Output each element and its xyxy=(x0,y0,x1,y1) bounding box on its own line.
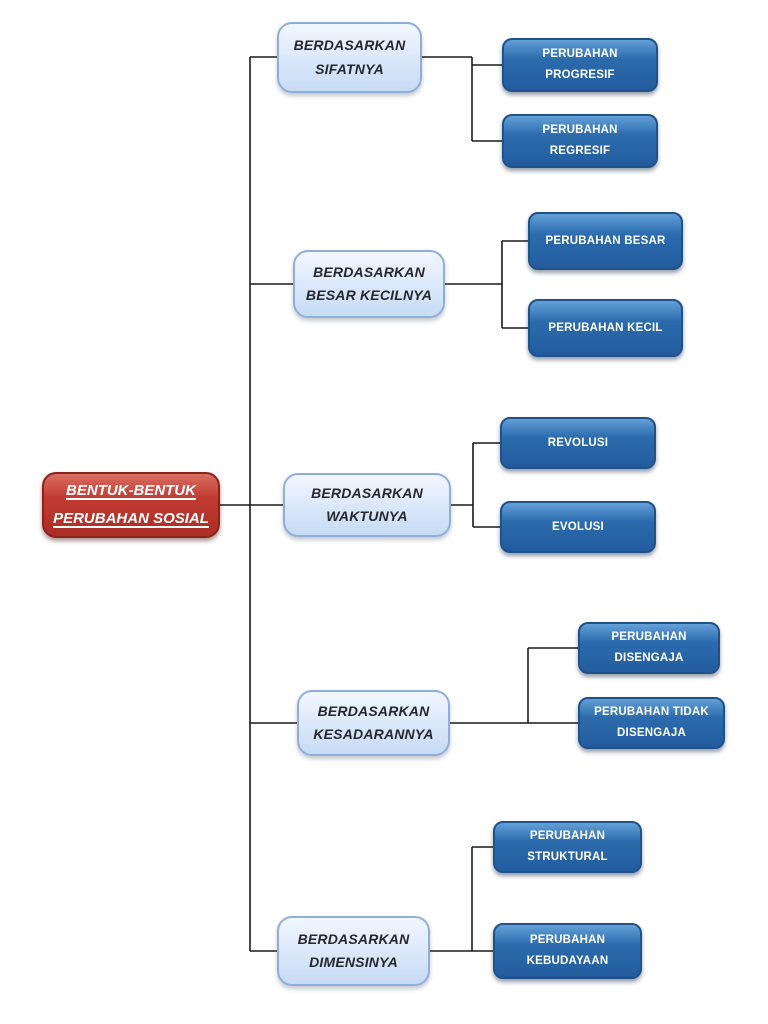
child-label: PERUBAHAN TIDAK DISENGAJA xyxy=(594,706,709,739)
group-3-connector xyxy=(451,442,500,528)
child-label: PERUBAHAN REGRESIF xyxy=(542,124,618,157)
child-label: PERUBAHAN PROGRESIF xyxy=(542,48,618,81)
child-node-perubahan-kecil: PERUBAHAN KECIL xyxy=(528,299,683,357)
group-4-connector xyxy=(450,647,578,724)
category-label: BERDASARKAN KESADARANNYA xyxy=(313,702,434,742)
group-5-connector xyxy=(430,846,493,952)
category-label: BERDASARKAN SIFATNYA xyxy=(293,37,406,77)
child-node-revolusi: REVOLUSI xyxy=(500,417,656,469)
category-label: BERDASARKAN BESAR KECILNYA xyxy=(305,263,433,303)
root-node-label: BENTUK-BENTUK PERUBAHAN SOSIAL xyxy=(53,482,209,527)
category-node-sifatnya: BERDASARKAN SIFATNYA xyxy=(277,22,422,93)
root-node: BENTUK-BENTUK PERUBAHAN SOSIAL xyxy=(42,472,220,538)
child-label: EVOLUSI xyxy=(552,520,604,533)
child-label: REVOLUSI xyxy=(547,436,609,449)
spine-to-category-connectors xyxy=(250,56,297,952)
child-label: PERUBAHAN KEBUDAYAAN xyxy=(526,934,609,967)
group-1-connector xyxy=(422,56,502,142)
child-node-perubahan-tidak-disengaja: PERUBAHAN TIDAK DISENGAJA xyxy=(578,697,725,749)
group-2-connector xyxy=(445,240,528,329)
child-node-perubahan-regresif: PERUBAHAN REGRESIF xyxy=(502,114,658,168)
category-label: BERDASARKAN DIMENSINYA xyxy=(297,930,410,970)
category-label: BERDASARKAN WAKTUNYA xyxy=(311,484,423,524)
child-label: PERUBAHAN BESAR xyxy=(545,234,666,247)
child-node-perubahan-struktural: PERUBAHAN STRUKTURAL xyxy=(493,821,642,873)
child-node-perubahan-disengaja: PERUBAHAN DISENGAJA xyxy=(578,622,720,674)
child-node-perubahan-progresif: PERUBAHAN PROGRESIF xyxy=(502,38,658,92)
category-node-waktunya: BERDASARKAN WAKTUNYA xyxy=(283,473,451,537)
child-node-perubahan-kebudayaan: PERUBAHAN KEBUDAYAAN xyxy=(493,923,642,979)
child-node-perubahan-besar: PERUBAHAN BESAR xyxy=(528,212,683,270)
child-node-evolusi: EVOLUSI xyxy=(500,501,656,553)
category-node-dimensinya: BERDASARKAN DIMENSINYA xyxy=(277,916,430,986)
category-node-besar-kecilnya: BERDASARKAN BESAR KECILNYA xyxy=(293,250,445,318)
child-label: PERUBAHAN DISENGAJA xyxy=(611,631,687,664)
child-label: PERUBAHAN STRUKTURAL xyxy=(527,830,608,863)
child-label: PERUBAHAN KECIL xyxy=(548,321,663,334)
category-node-kesadarannya: BERDASARKAN KESADARANNYA xyxy=(297,690,450,756)
